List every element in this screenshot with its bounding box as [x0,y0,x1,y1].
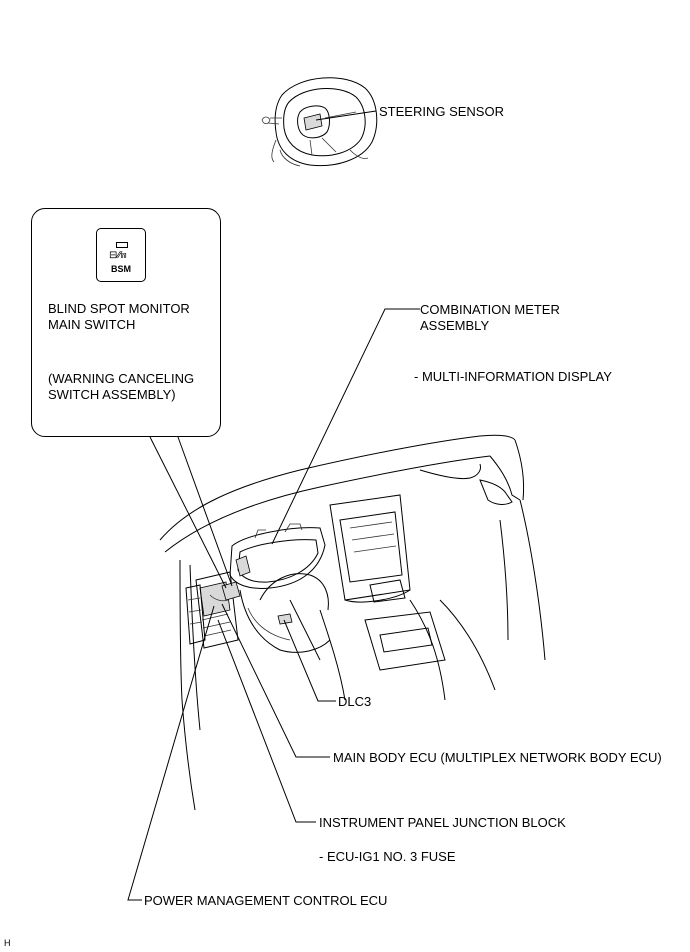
label-dlc3: DLC3 [338,694,372,709]
blind-spot-monitor-icon: ⊟⁄⁄⩎ [109,250,127,261]
label-main-body-ecu: MAIN BODY ECU (MULTIPLEX NETWORK BODY EC… [333,750,662,765]
switch-face-text: BSM [111,264,131,274]
label-power-mgmt-ecu: POWER MANAGEMENT CONTROL ECU [144,893,388,908]
bsm-main-switch: ⊟⁄⁄⩎ BSM [96,228,146,282]
steering-wheel-illustration [261,77,378,167]
label-bsm-switch-line2: MAIN SWITCH [48,317,136,332]
label-instrument-panel-jb: INSTRUMENT PANEL JUNCTION BLOCK [319,815,566,830]
instrument-panel-illustration [159,434,546,811]
label-combination-meter-line1: COMBINATION METER [420,302,560,317]
figure-code: H [4,938,11,948]
steering-sensor-leader [315,110,377,121]
label-ecu-ig1-fuse: - ECU-IG1 NO. 3 FUSE [319,849,456,864]
label-combination-meter-line2: ASSEMBLY [420,318,490,333]
leader-lines [127,308,420,901]
label-steering-sensor: STEERING SENSOR [379,104,504,119]
indicator-led-icon [116,242,128,248]
label-warning-cancel-line1: (WARNING CANCELING [48,371,195,386]
callout-box [31,208,221,437]
label-multi-info-display: - MULTI-INFORMATION DISPLAY [414,369,612,384]
label-warning-cancel-line2: SWITCH ASSEMBLY) [48,387,176,402]
label-bsm-switch-line1: BLIND SPOT MONITOR [48,301,190,316]
